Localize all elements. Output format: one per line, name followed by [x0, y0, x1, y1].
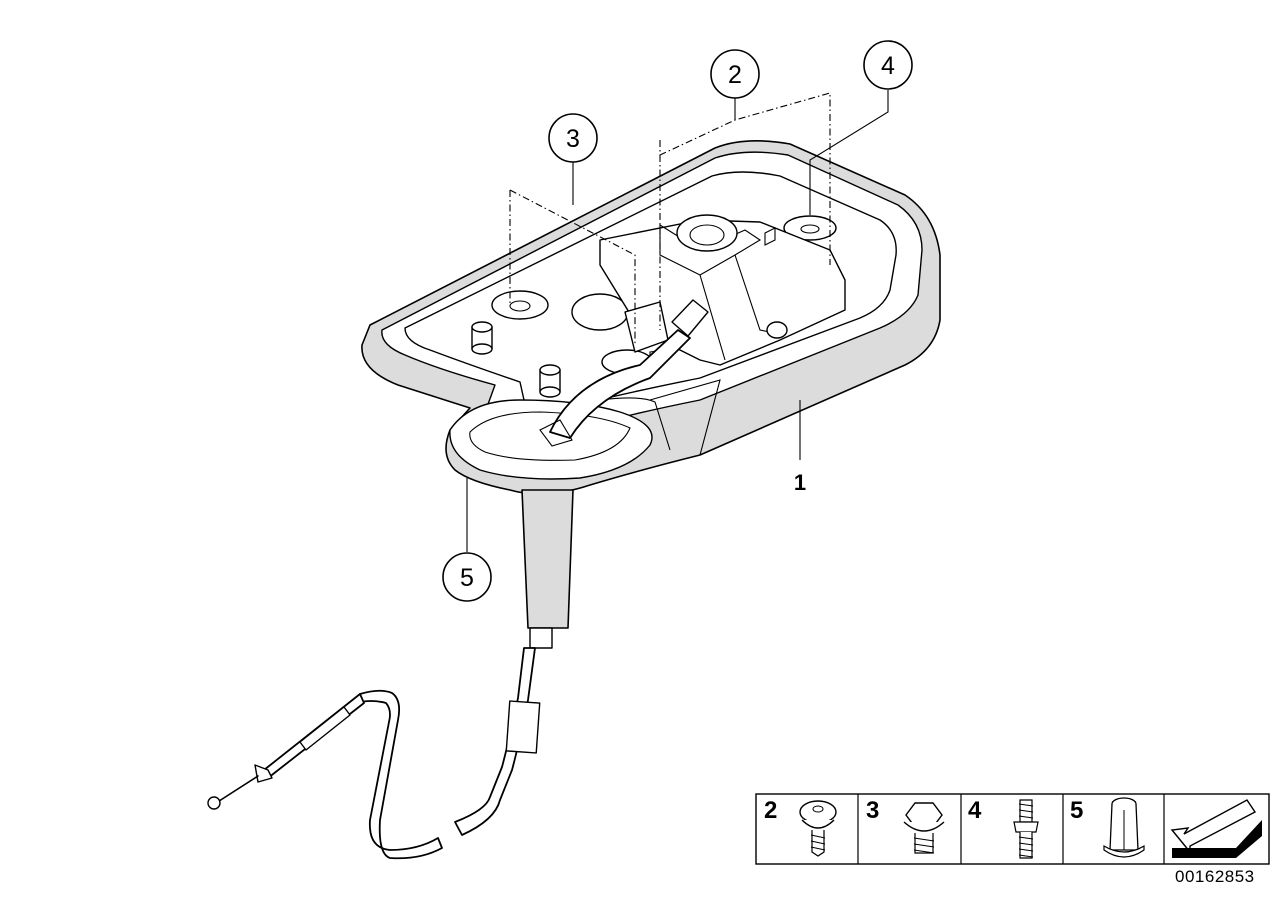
standoff-center — [539, 364, 561, 398]
stud-bolt-icon — [1013, 799, 1039, 859]
connector-plug — [671, 299, 709, 337]
legend-label-5: 5 — [1070, 797, 1083, 824]
cable-loop — [354, 689, 443, 860]
cable-boot — [521, 489, 574, 629]
callout-2-label: 2 — [728, 61, 742, 89]
grommet-inner — [469, 411, 631, 461]
callout-2: 2 — [710, 49, 760, 99]
legend-label-2: 2 — [764, 797, 777, 824]
oval-opening — [571, 293, 629, 331]
shell-side-edge — [649, 379, 721, 456]
callout-4-label: 4 — [881, 52, 895, 80]
callout-3: 3 — [548, 113, 598, 163]
wire-sleeve — [299, 706, 351, 751]
cable-clip — [539, 419, 573, 447]
drawing-number: 00162853 — [1175, 867, 1255, 886]
cable-grommet — [449, 399, 653, 480]
standoff-left — [471, 321, 493, 355]
mount-hole-right-inner — [800, 224, 820, 234]
internal-cable — [549, 329, 691, 439]
fastener-legend: 2 3 4 5 — [755, 793, 1270, 865]
direction-arrow-icon — [1170, 799, 1262, 858]
callout-5: 5 — [442, 552, 492, 602]
cable-ferrule — [529, 627, 553, 649]
leader-lines — [466, 90, 889, 552]
housing-assembly — [361, 140, 941, 495]
bracket-ring — [676, 214, 738, 252]
mount-hole-left — [491, 290, 549, 320]
legend-label-3: 3 — [866, 797, 879, 824]
callout-4: 4 — [863, 40, 913, 90]
cable-damper — [505, 700, 541, 754]
screw-icon — [799, 800, 837, 857]
hex-bolt-icon — [903, 802, 945, 854]
wire-tip — [215, 775, 259, 804]
bracket-ring-inner — [689, 224, 725, 246]
bowden-cable — [207, 489, 574, 860]
callout-3-label: 3 — [566, 125, 580, 153]
wire-end-ball — [207, 796, 221, 810]
callout-1-label: 1 — [794, 470, 806, 495]
legend-label-4: 4 — [968, 797, 982, 824]
callout-5-label: 5 — [460, 564, 474, 592]
hex-nut-icon — [1103, 797, 1145, 858]
mount-hole-left-inner — [509, 300, 531, 312]
mount-hole-right — [783, 215, 837, 241]
bracket-small-tab — [766, 321, 788, 339]
